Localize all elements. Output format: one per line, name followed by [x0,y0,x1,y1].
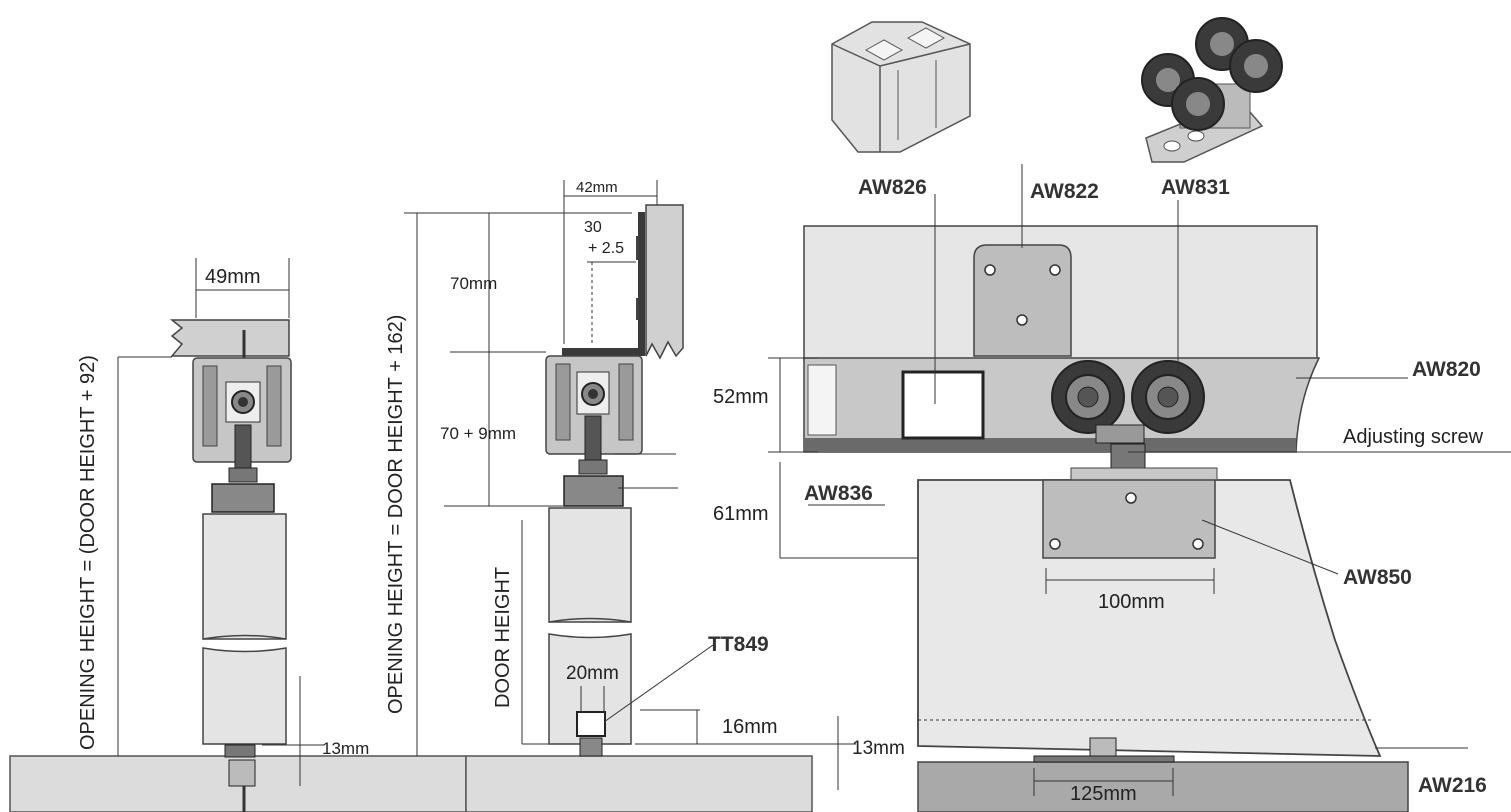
aw822-bracket [973,244,1072,357]
dim-125mm: 125mm [1070,783,1137,805]
aw831-product-image [1141,17,1283,163]
ceiling-block-left [169,319,290,357]
door-left-upper [202,513,287,640]
right-elevation-view: 52mm 61mm AW836 100mm 125mm AW826 AW822 … [713,164,1511,812]
wall-mid [645,204,684,360]
dim-100mm: 100mm [1098,591,1165,613]
dim-13mm-mid: 13mm [852,738,905,759]
opening-height-left-label: OPENING HEIGHT = (DOOR HEIGHT + 92) [77,355,99,750]
middle-section-view: OPENING HEIGHT = DOOR HEIGHT + 162) 70mm… [385,179,905,812]
hanger-left [211,483,275,513]
dim-2-5: + 2.5 [588,240,624,257]
dim-70-9mm: 70 + 9mm [440,424,516,443]
aw216-label: AW216 [1418,774,1487,797]
aw822-label: AW822 [1030,180,1099,203]
tt849-label: TT849 [708,633,769,656]
dim-20mm: 20mm [566,663,619,684]
dim-42mm: 42mm [576,179,618,196]
door-mid-upper [548,507,632,623]
aw820-label: AW820 [1412,358,1481,381]
adjusting-screw-label: Adjusting screw [1343,426,1484,448]
aw826-product-image [831,21,971,153]
left-section-view: 49mm OPENING HEIGHT = (DOOR HEIGHT + 92)… [9,258,467,812]
door-panel [917,479,1382,757]
aw836-label: AW836 [804,482,873,505]
hanger-mid [563,475,624,507]
dim-52mm: 52mm [713,386,769,408]
dim-70mm: 70mm [450,274,497,293]
dim-13mm-left: 13mm [322,739,369,758]
dim-16mm: 16mm [722,716,778,738]
aw831-label: AW831 [1161,176,1230,199]
dim-49mm: 49mm [205,266,261,288]
opening-height-mid-label: OPENING HEIGHT = DOOR HEIGHT + 162) [385,315,407,714]
dim-61mm: 61mm [713,503,769,525]
door-height-label: DOOR HEIGHT [492,567,514,708]
aw850-plate [1042,479,1216,559]
aw826-block [901,370,985,440]
aw826-label: AW826 [858,176,927,199]
floor-slab-right [917,761,1409,812]
aw850-label: AW850 [1343,566,1412,589]
floor-slab-mid [465,755,813,812]
dim-30: 30 [584,219,602,236]
